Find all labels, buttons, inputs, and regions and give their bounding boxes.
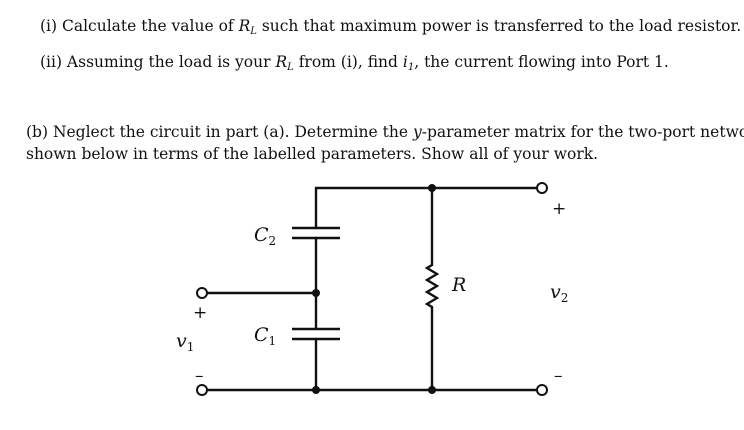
part-i-text: (i) Calculate the value of RL such that …	[40, 17, 742, 37]
port1-terminal-plus	[196, 287, 208, 299]
r-label: R	[451, 274, 466, 296]
part-b-text-line2: shown below in terms of the labelled par…	[26, 145, 599, 163]
bottom-right-node-dot	[428, 386, 436, 394]
middle-node-dot	[312, 289, 320, 297]
port1-minus-sign: –	[195, 366, 204, 386]
port2-plus-sign: +	[552, 199, 566, 219]
part-b-text-line1: (b) Neglect the circuit in part (a). Det…	[26, 123, 744, 141]
port1-plus-sign: +	[193, 303, 207, 323]
port1-terminal-minus	[196, 384, 208, 396]
part-ii-text: (ii) Assuming the load is your RL from (…	[40, 53, 669, 73]
v2-label: v2	[550, 281, 568, 305]
v1-label: v1	[176, 330, 194, 354]
i1-symbol: i1	[402, 53, 415, 73]
port2-terminal-minus	[536, 384, 548, 396]
rl-symbol: RL	[275, 53, 294, 73]
port2-terminal-plus	[536, 182, 548, 194]
c1-label: C1	[254, 324, 276, 348]
port2-minus-sign: –	[554, 366, 563, 386]
top-right-node-dot	[428, 184, 436, 192]
c2-label: C2	[254, 224, 276, 248]
resistor-zigzag	[424, 263, 440, 309]
rl-symbol: RL	[238, 17, 257, 37]
bottom-left-node-dot	[312, 386, 320, 394]
